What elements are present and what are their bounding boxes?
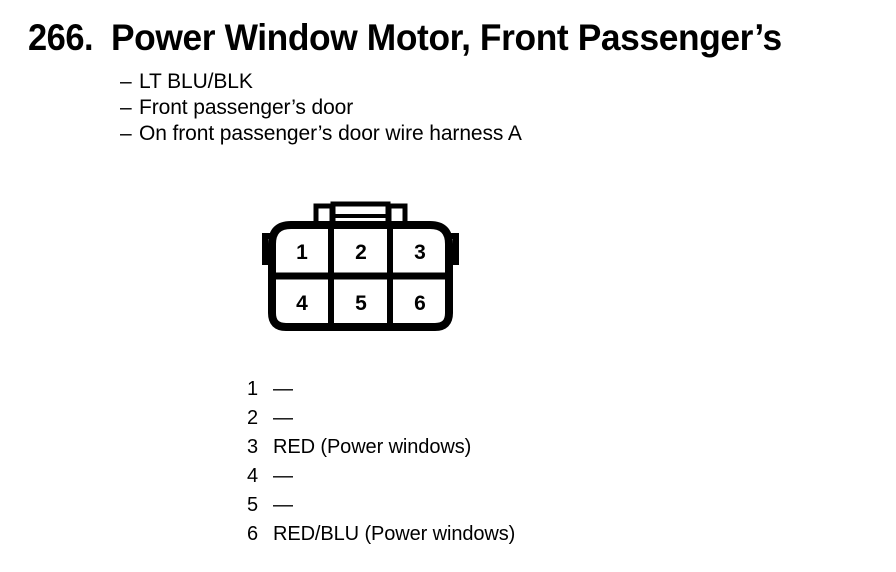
legend-pin-description: — [273,494,293,516]
cavity-number-6: 6 [414,292,426,315]
legend-pin-description: — [273,465,293,487]
legend-row: 1 — [247,375,515,404]
notes-list: – LT BLU/BLK – Front passenger’s door – … [120,69,522,147]
cavity-number-3: 3 [414,241,426,264]
legend-row: 4 — [247,462,515,491]
legend-pin-number: 4 [247,465,259,487]
connector-svg: 1 2 3 4 5 6 [262,201,459,331]
title-text: Power Window Motor, Front Passenger’s [111,17,782,58]
dash-icon: – [120,96,132,119]
legend-pin-number: 3 [247,436,259,458]
dash-icon: – [120,122,132,145]
legend-row: 6 RED/BLU (Power windows) [247,520,515,549]
legend-row: 5 — [247,491,515,520]
pin-legend: 1 — 2 — 3 RED (Power windows) 4 — 5 — 6 … [247,375,515,549]
dash-icon: – [120,70,132,93]
legend-pin-number: 2 [247,407,259,429]
legend-row: 3 RED (Power windows) [247,433,515,462]
legend-pin-description: — [273,378,293,400]
cavity-number-1: 1 [296,241,308,264]
legend-pin-number: 1 [247,378,259,400]
legend-row: 2 — [247,404,515,433]
page-title: 266. Power Window Motor, Front Passenger… [28,17,888,59]
connector-diagram: 1 2 3 4 5 6 [255,195,485,340]
note-label: Front passenger’s door [139,96,354,119]
note-label: On front passenger’s door wire harness A [139,122,522,145]
legend-pin-description: RED/BLU (Power windows) [273,523,516,545]
legend-pin-description: RED (Power windows) [273,436,472,458]
cavity-number-4: 4 [296,292,308,315]
item-number: 266. [28,17,94,58]
legend-pin-number: 6 [247,523,259,545]
list-item: – Front passenger’s door [120,95,522,121]
legend-pin-description: — [273,407,293,429]
note-label: LT BLU/BLK [139,70,253,93]
cavity-number-2: 2 [355,241,367,264]
list-item: – LT BLU/BLK [120,69,522,95]
list-item: – On front passenger’s door wire harness… [120,121,522,147]
legend-pin-number: 5 [247,494,259,516]
cavity-number-5: 5 [355,292,367,315]
